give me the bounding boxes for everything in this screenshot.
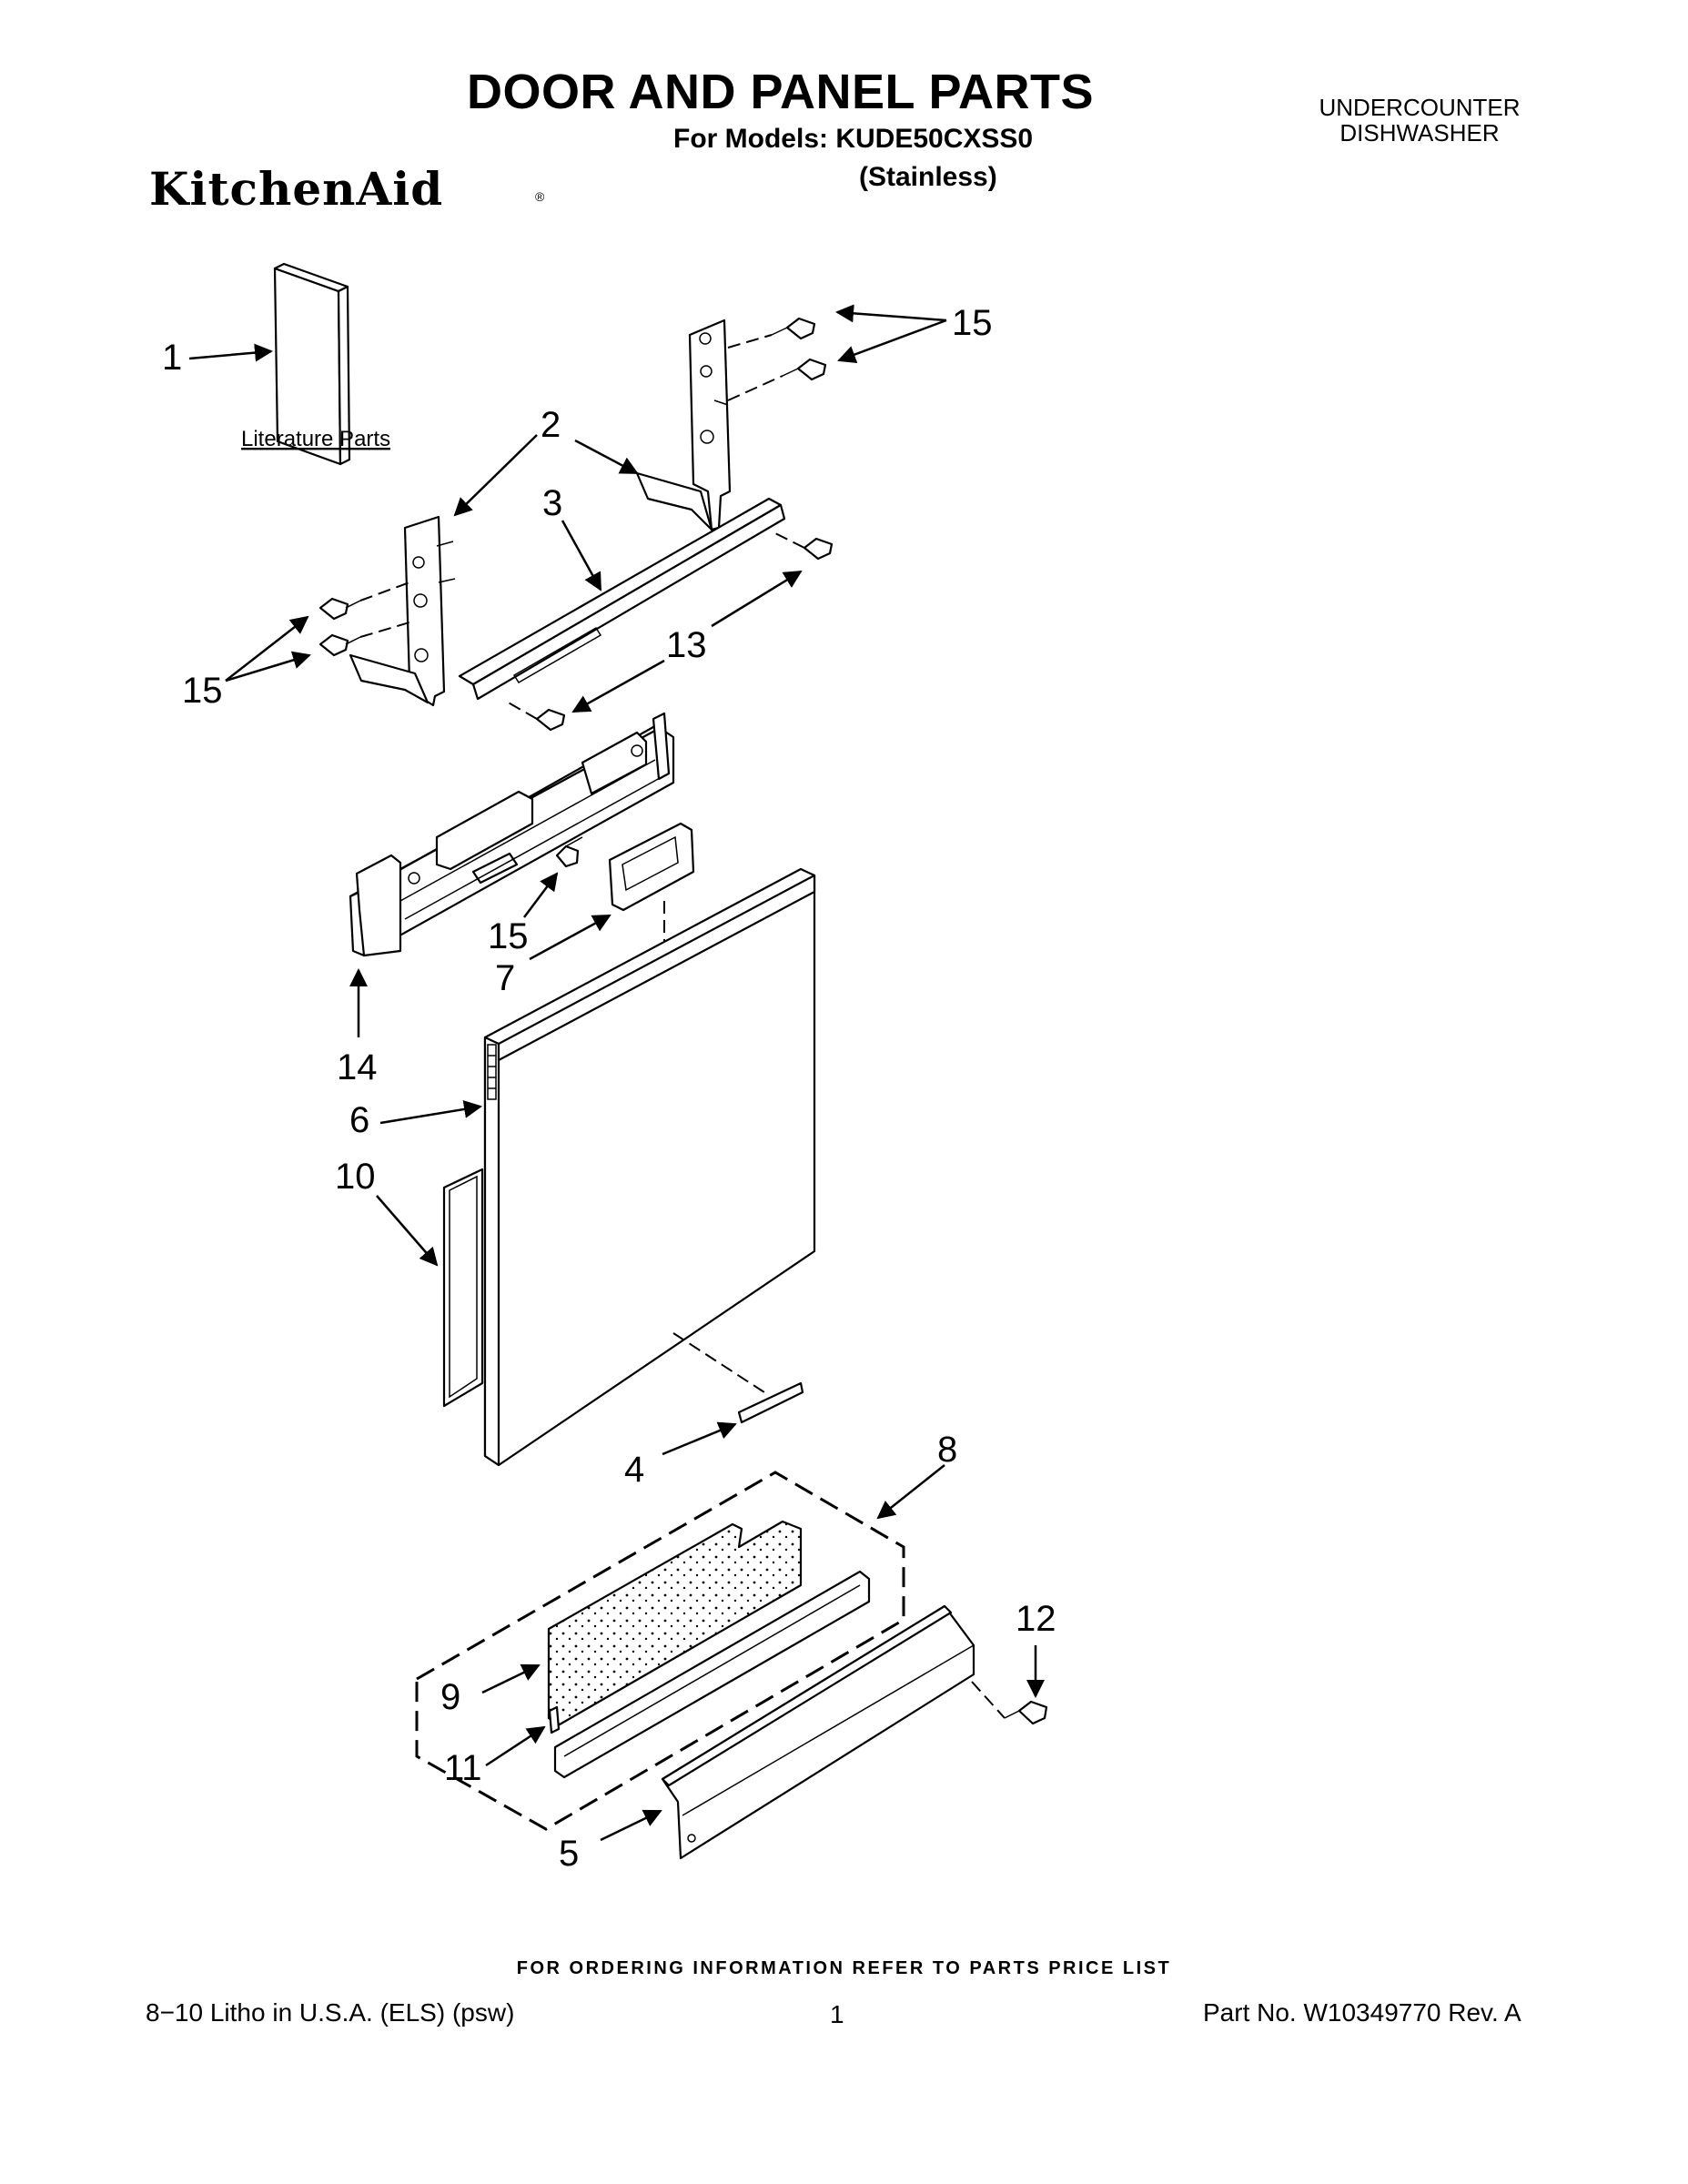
page-title: DOOR AND PANEL PARTS <box>466 65 1095 119</box>
model-variant: (Stainless) <box>859 162 997 192</box>
screw-top-2 <box>782 358 827 381</box>
brand-badge <box>737 1381 804 1424</box>
callout-4: 4 <box>624 1450 644 1490</box>
leader-1 <box>188 343 273 362</box>
leader-13b <box>571 659 665 713</box>
toe-panel-screw <box>1004 1700 1048 1725</box>
mounting-bracket-right <box>635 318 732 531</box>
dashline-screw-12 <box>971 1681 1006 1719</box>
leader-10 <box>376 1195 439 1267</box>
leader-8 <box>876 1464 945 1520</box>
callout-14: 14 <box>337 1047 378 1087</box>
literature-booklet <box>273 262 351 466</box>
product-category: UNDERCOUNTER DISHWASHER <box>1274 95 1565 146</box>
callout-15-middle: 15 <box>488 916 529 956</box>
leader-15b-1 <box>225 615 309 682</box>
screw-top-1 <box>771 317 816 340</box>
door-handle <box>608 822 695 912</box>
callout-9: 9 <box>440 1677 460 1717</box>
brand-logo: KitchenAid <box>149 162 444 216</box>
door-gasket-inner <box>449 1175 478 1399</box>
dashline-screw-left-2 <box>359 622 410 638</box>
leader-15a-2 <box>837 318 947 364</box>
page-number: 1 <box>830 2000 844 2028</box>
toe-panel <box>661 1604 975 1860</box>
leader-15a-1 <box>835 304 947 323</box>
leader-2b <box>574 439 639 475</box>
leader-5 <box>600 1809 662 1842</box>
registered-mark-icon: ® <box>535 189 545 204</box>
callout-10: 10 <box>335 1157 376 1197</box>
ordering-note: FOR ORDERING INFORMATION REFER TO PARTS … <box>516 1958 1172 1978</box>
toe-strip <box>553 1570 871 1779</box>
category-line-1: UNDERCOUNTER <box>1319 94 1521 121</box>
screw-left-2 <box>318 633 361 657</box>
screw-middle <box>555 836 583 868</box>
leader-3 <box>561 520 602 592</box>
callout-15-left: 15 <box>182 671 223 711</box>
dashline-badge <box>672 1332 765 1393</box>
dashline-screw-13-left <box>504 700 538 720</box>
callout-11: 11 <box>444 1748 482 1788</box>
door-gasket <box>442 1168 484 1408</box>
category-line-2: DISHWASHER <box>1339 119 1500 147</box>
leader-13a <box>711 570 803 628</box>
dashline-screw-top-1 <box>727 334 773 349</box>
leader-11 <box>485 1725 546 1767</box>
leader-4 <box>662 1421 737 1456</box>
mounting-bracket-left <box>349 515 456 707</box>
callout-5: 5 <box>559 1834 579 1874</box>
callout-3: 3 <box>542 483 562 523</box>
leader-7 <box>529 914 612 961</box>
callout-7: 7 <box>495 958 515 998</box>
screw-13-left <box>535 708 566 732</box>
console-assembly <box>349 712 675 957</box>
leader-2a <box>453 434 538 517</box>
dashline-screw-left-1 <box>359 581 410 602</box>
dashline-screw-13-right <box>771 531 805 549</box>
leader-15c <box>523 872 559 918</box>
model-subtitle: For Models: KUDE50CXSS0 <box>673 124 1034 154</box>
callout-1: 1 <box>162 338 182 378</box>
callout-2: 2 <box>541 405 561 445</box>
callout-15-top: 15 <box>952 303 993 343</box>
callout-13: 13 <box>666 625 707 665</box>
callout-8: 8 <box>937 1430 957 1470</box>
leader-15b-2 <box>225 651 311 682</box>
leader-6 <box>379 1100 482 1125</box>
callout-6: 6 <box>349 1100 369 1140</box>
callout-12: 12 <box>1016 1599 1056 1639</box>
door-panel <box>483 867 816 1467</box>
print-info: 8−10 Litho in U.S.A. (ELS) (psw) <box>146 1998 515 2027</box>
screw-left-1 <box>318 597 361 621</box>
dashline-screw-top-2 <box>727 375 783 401</box>
part-number: Part No. W10349770 Rev. A <box>1203 1998 1521 2027</box>
screw-13-right <box>803 537 834 561</box>
control-panel-rail <box>458 497 786 701</box>
literature-parts-label: Literature Parts <box>241 427 390 451</box>
leader-9 <box>481 1663 541 1694</box>
retaining-clip <box>548 1705 561 1734</box>
toe-panel-kit-outline <box>415 1471 905 1831</box>
